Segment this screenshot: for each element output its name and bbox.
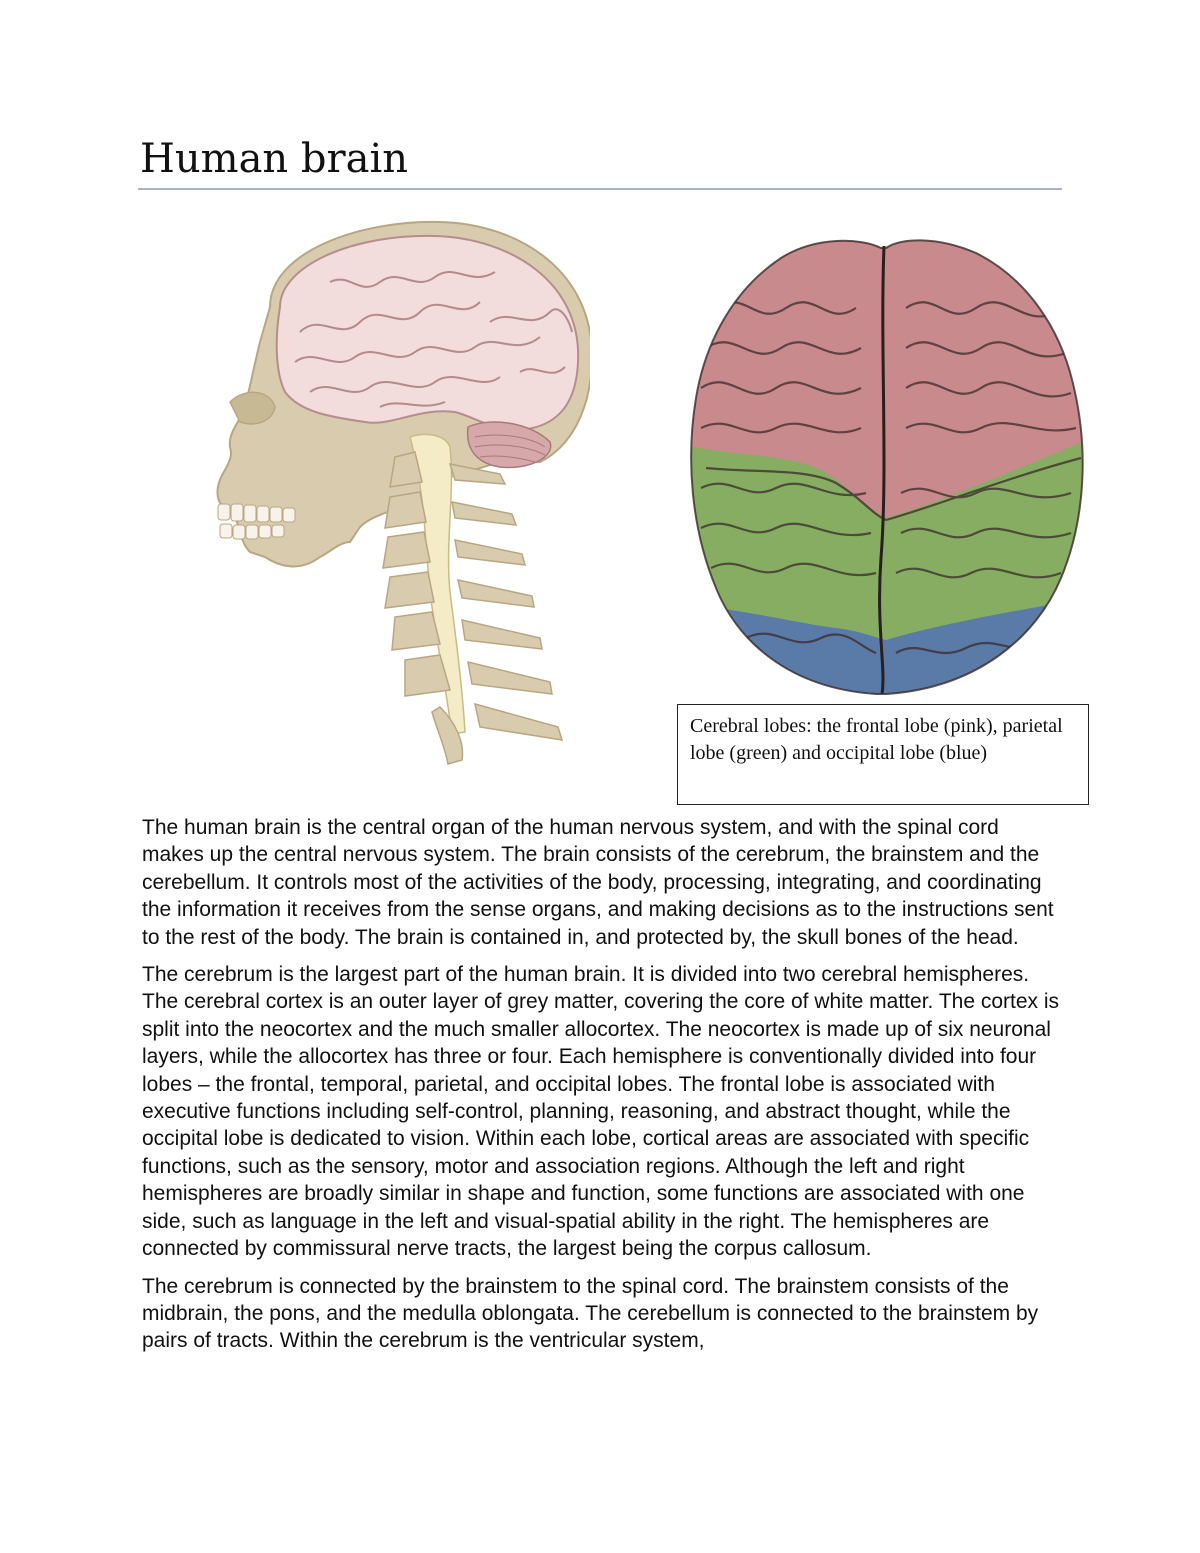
paragraph: The human brain is the central organ of …	[142, 816, 1054, 949]
paragraph: The cerebrum is the largest part of the …	[142, 963, 1060, 1261]
title-divider	[138, 188, 1062, 190]
teeth	[217, 503, 296, 540]
page-title: Human brain	[140, 136, 409, 182]
skull-brain-illustration	[216, 220, 590, 765]
figure-caption: Cerebral lobes: the frontal lobe (pink),…	[677, 704, 1089, 805]
eye-socket	[229, 391, 276, 425]
brain-top-view-illustration	[690, 239, 1084, 695]
body-text: The human brain is the central organ of …	[142, 814, 1062, 1365]
vertebrae	[382, 451, 564, 765]
longitudinal-fissure	[878, 245, 886, 695]
gyri	[294, 271, 573, 408]
paragraph: The cerebrum is connected by the brainst…	[142, 1274, 1039, 1353]
